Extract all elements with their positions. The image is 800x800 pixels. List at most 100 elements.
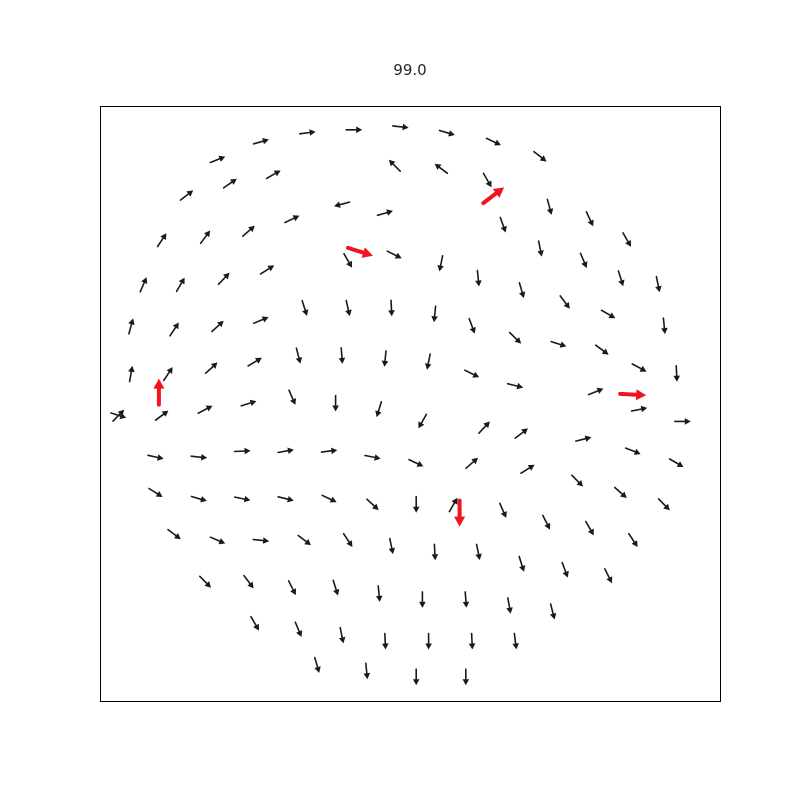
field-arrow-shaft <box>559 295 568 305</box>
field-arrow-shaft <box>154 413 165 422</box>
field-arrow <box>462 591 470 608</box>
field-arrow <box>128 318 135 335</box>
field-arrow <box>388 159 402 172</box>
field-arrow-head <box>346 260 352 268</box>
field-arrow-head <box>200 454 208 461</box>
field-arrow-shaft <box>433 543 436 556</box>
field-arrow <box>622 232 631 247</box>
field-arrow-head <box>472 371 480 378</box>
field-arrow <box>585 211 594 227</box>
field-arrow <box>277 447 294 454</box>
field-arrow-head <box>512 643 519 650</box>
field-arrow-shaft <box>128 323 133 335</box>
field-arrow-head <box>388 159 396 167</box>
field-arrow <box>313 656 321 673</box>
field-arrow <box>204 362 218 375</box>
field-arrow-head <box>544 522 551 530</box>
field-arrow <box>243 574 254 589</box>
field-arrow-head <box>338 357 346 364</box>
field-arrow-head <box>471 457 478 465</box>
field-arrow-head <box>388 310 395 317</box>
field-arrow-shaft <box>448 502 456 513</box>
field-arrow-head <box>563 302 570 309</box>
field-arrow <box>338 347 346 364</box>
field-arrow-shaft <box>259 267 270 275</box>
field-arrow-head <box>332 405 339 412</box>
field-arrow-shaft <box>217 276 227 286</box>
field-arrow <box>475 543 482 561</box>
field-arrow <box>110 412 127 420</box>
field-arrow-head <box>437 265 444 272</box>
field-arrow-shaft <box>475 543 480 556</box>
field-arrow <box>541 514 551 530</box>
field-arrow-shaft <box>190 455 202 459</box>
field-arrow-shaft <box>288 389 294 401</box>
field-arrow <box>617 270 625 287</box>
field-arrow <box>242 225 255 237</box>
field-arrow-shaft <box>209 158 221 164</box>
field-arrow-head <box>314 666 321 673</box>
field-arrow-head <box>381 360 389 367</box>
field-arrow-shaft <box>321 494 333 501</box>
field-arrow-shaft <box>233 450 246 453</box>
field-arrow <box>295 347 303 364</box>
field-arrow-shaft <box>391 125 404 128</box>
field-arrow <box>388 299 395 317</box>
field-arrow-head <box>302 309 309 316</box>
field-arrow-head <box>287 447 294 454</box>
field-arrow-shaft <box>657 498 667 507</box>
field-arrow-head <box>218 155 226 162</box>
field-arrow-head <box>618 279 625 287</box>
field-arrow <box>574 435 592 442</box>
field-arrow <box>382 632 389 650</box>
field-arrow <box>603 568 613 584</box>
field-arrow <box>518 281 526 299</box>
field-arrow-head <box>141 277 148 284</box>
field-arrow <box>179 190 194 201</box>
field-arrow-head <box>500 511 507 518</box>
field-arrow <box>247 357 262 367</box>
field-arrow-head <box>375 410 382 418</box>
highlight-arrow <box>346 245 373 258</box>
field-arrow-head <box>363 672 371 680</box>
field-arrow <box>546 198 554 215</box>
field-arrow-shaft <box>518 281 524 294</box>
field-arrow-shaft <box>287 579 294 591</box>
field-arrow-shaft <box>570 474 580 484</box>
field-arrow-shaft <box>243 574 251 585</box>
field-arrow <box>506 597 513 614</box>
field-arrow <box>388 537 395 555</box>
field-arrow-shaft <box>366 498 376 507</box>
field-arrow-shaft <box>294 621 301 633</box>
field-arrow <box>408 458 424 467</box>
field-arrow-head <box>584 435 592 442</box>
field-arrow-shaft <box>234 496 246 500</box>
field-arrow <box>363 662 371 680</box>
field-arrow <box>431 305 438 323</box>
field-arrow-shaft <box>513 632 517 645</box>
field-arrow <box>375 585 383 602</box>
field-arrow <box>175 277 185 293</box>
field-arrow-head <box>606 576 613 584</box>
field-arrow-shaft <box>465 460 475 470</box>
field-arrow <box>512 632 519 650</box>
field-arrow <box>508 331 522 344</box>
field-arrow-shaft <box>284 217 295 224</box>
field-arrow-head <box>661 327 668 335</box>
field-arrow <box>584 520 594 536</box>
field-arrow-shaft <box>438 129 450 135</box>
field-arrow-shaft <box>594 344 605 353</box>
field-arrow-head <box>483 421 490 429</box>
highlight-arrow <box>618 389 647 401</box>
field-arrow-shaft <box>438 166 449 175</box>
field-arrow <box>148 487 163 497</box>
highlight-vectors <box>153 187 647 527</box>
field-arrow-shaft <box>622 232 629 243</box>
field-arrow <box>190 495 207 503</box>
field-arrow <box>240 399 257 407</box>
field-arrow-shaft <box>498 502 505 514</box>
field-arrow-shaft <box>541 514 549 526</box>
field-arrow <box>498 502 507 518</box>
field-arrow-head <box>451 497 458 505</box>
field-arrow-shaft <box>156 237 164 248</box>
